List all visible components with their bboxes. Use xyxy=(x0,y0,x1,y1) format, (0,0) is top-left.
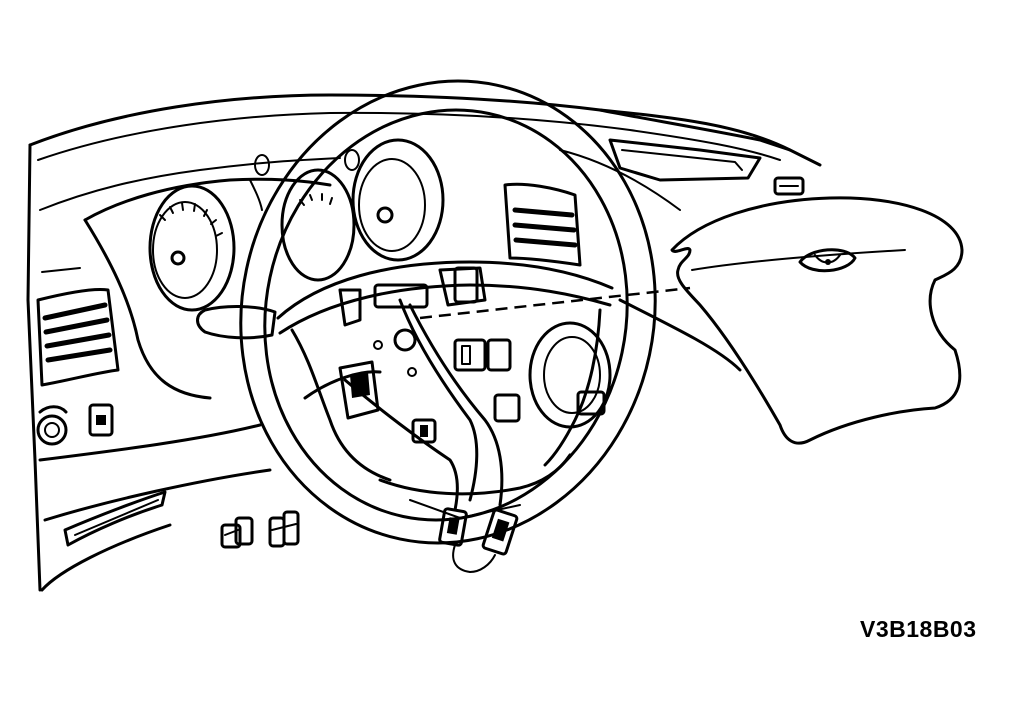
horn-connectors xyxy=(343,298,519,573)
lower-panel-slot xyxy=(63,490,167,547)
center-gauge xyxy=(280,168,356,282)
steering-wheel xyxy=(239,79,657,545)
dimmer-switch xyxy=(88,403,114,437)
left-air-vent xyxy=(36,267,120,387)
connector-plug-left xyxy=(438,507,468,547)
instrument-panel xyxy=(26,93,822,592)
figure-code: V3B18B03 xyxy=(860,616,977,642)
small-gauge xyxy=(254,149,360,176)
speedometer-gauge xyxy=(148,184,236,312)
air-bag-module xyxy=(670,196,964,445)
alignment-line xyxy=(419,286,691,320)
connector-plug-right xyxy=(481,508,519,556)
tachometer-gauge xyxy=(351,138,445,262)
headlamp-switch xyxy=(36,405,68,446)
center-air-vent xyxy=(503,182,582,267)
column-brackets xyxy=(220,510,300,549)
daewoo-emblem-icon xyxy=(798,248,857,273)
